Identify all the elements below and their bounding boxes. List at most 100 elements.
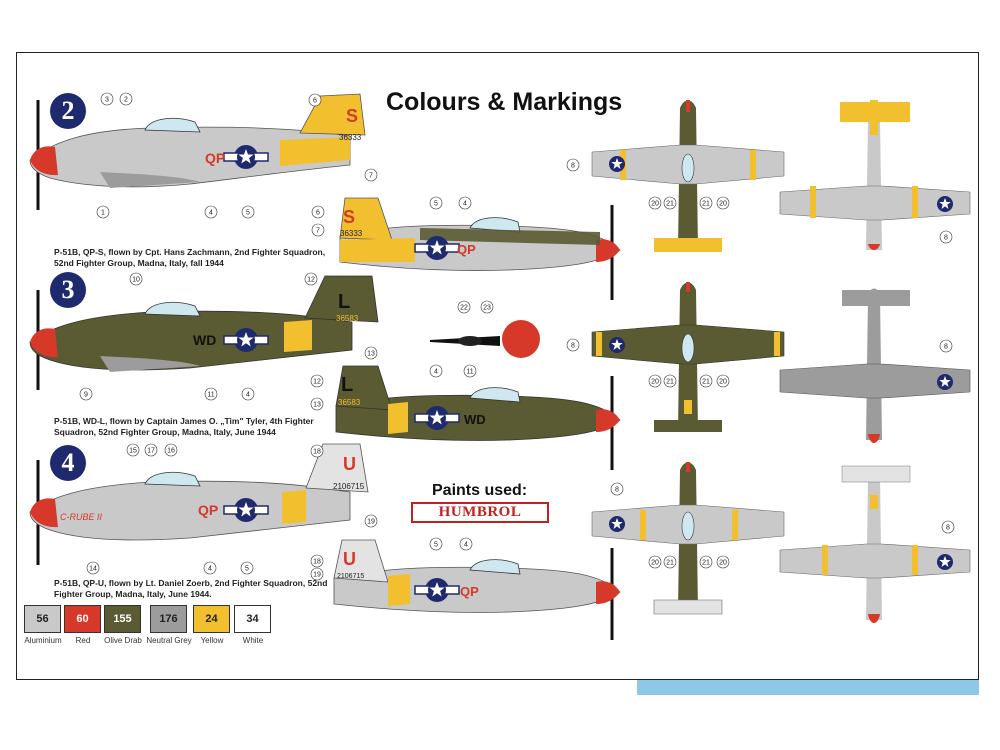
callout-number: 14 (89, 566, 97, 573)
callout-marker (566, 158, 580, 172)
callout-marker (566, 338, 580, 352)
callout-marker (716, 196, 730, 210)
tail-serial-3: 36583 (336, 314, 359, 323)
tail-letter-3r: L (341, 374, 353, 396)
callout-number: 17 (147, 448, 155, 455)
callout-marker (310, 554, 324, 568)
callout-number: 20 (651, 560, 659, 567)
tail-letter-2: S (346, 106, 358, 126)
callout-marker (941, 520, 955, 534)
callout-number: 6 (316, 210, 320, 217)
callout-number: 21 (666, 201, 674, 208)
scheme-2-side-right: QP S 36333 (339, 197, 621, 300)
fuselage-code-4: QP (198, 502, 218, 518)
callout-number: 3 (105, 97, 109, 104)
callout-number: 21 (702, 201, 710, 208)
callout-marker (241, 205, 255, 219)
scheme-badge-2: 2 (50, 93, 86, 129)
fuselage-code-2r: QP (457, 242, 476, 257)
callout-marker (458, 196, 472, 210)
tail-letter-3: L (338, 291, 350, 313)
callout-number: 8 (571, 343, 575, 350)
callout-number: 6 (313, 98, 317, 105)
caption-3-line2: Squadron, 52nd Fighter Group, Madna, Ita… (54, 427, 276, 437)
callout-marker (663, 555, 677, 569)
paint-name: Olive Drab (104, 636, 142, 645)
callout-marker (310, 397, 324, 411)
callout-number: 4 (464, 542, 468, 549)
nose-art-4: C-RUBE II (60, 512, 103, 522)
callout-marker (939, 230, 953, 244)
callout-marker (204, 205, 218, 219)
callout-marker (86, 561, 100, 575)
callout-marker (310, 444, 324, 458)
callout-number: 8 (615, 487, 619, 494)
callout-marker (716, 374, 730, 388)
callout-marker (429, 537, 443, 551)
callout-number: 5 (434, 201, 438, 208)
callout-marker (699, 555, 713, 569)
callout-marker (308, 93, 322, 107)
paint-swatch: 155 (104, 605, 141, 633)
callout-marker (663, 374, 677, 388)
page-title: Colours & Markings (386, 88, 623, 116)
callout-number: 5 (245, 566, 249, 573)
callout-number: 4 (463, 201, 467, 208)
callout-number: 21 (666, 560, 674, 567)
scheme-2-side-left: QP S 36333 (29, 93, 366, 210)
fuselage-code-2: QP (205, 150, 225, 166)
callout-number: 7 (369, 173, 373, 180)
callout-marker (364, 346, 378, 360)
callout-number: 20 (719, 560, 727, 567)
callout-number: 2 (124, 97, 128, 104)
callout-marker (610, 482, 624, 496)
callout-number: 8 (571, 163, 575, 170)
callout-marker (648, 374, 662, 388)
callout-number: 22 (460, 305, 468, 312)
scheme-3-side-right: WD L 36583 (335, 365, 621, 470)
callout-marker (203, 561, 217, 575)
callout-marker (364, 514, 378, 528)
scheme-4-side-right: QP U 2106715 (333, 539, 621, 640)
paint-swatch: 176 (150, 605, 187, 633)
paint-swatch: 60 (64, 605, 101, 633)
scheme-3-plan-bottom (779, 288, 971, 443)
fuselage-code-4r: QP (460, 584, 479, 599)
callout-number: 18 (313, 559, 321, 566)
callout-marker (939, 339, 953, 353)
callout-number: 8 (944, 235, 948, 242)
callout-number: 5 (434, 542, 438, 549)
callout-marker (79, 387, 93, 401)
scheme-badge-4: 4 (50, 445, 86, 481)
caption-2-line1: P-51B, QP-S, flown by Cpt. Hans Zachmann… (54, 247, 326, 257)
callout-marker (648, 555, 662, 569)
callout-marker (457, 300, 471, 314)
tail-letter-2r: S (343, 207, 355, 227)
paints-title: Paints used: (432, 482, 528, 499)
callout-marker (716, 555, 730, 569)
brand-logo: HUMBROL (411, 502, 549, 523)
paint-name: Red (75, 636, 91, 645)
callout-number: 9 (84, 392, 88, 399)
callout-number: 13 (313, 402, 321, 409)
callout-number: 20 (719, 201, 727, 208)
caption-2: P-51B, QP-S, flown by Cpt. Hans Zachmann… (54, 247, 325, 269)
callout-marker (204, 387, 218, 401)
callout-marker (663, 196, 677, 210)
callout-number: 12 (307, 277, 315, 284)
callout-marker (129, 272, 143, 286)
caption-4-line2: Fighter Group, Madna, Italy, June 1944. (54, 589, 212, 599)
callout-number: 19 (313, 572, 321, 579)
callout-number: 20 (651, 379, 659, 386)
callout-marker (699, 374, 713, 388)
scheme-3-plan-top (591, 282, 785, 432)
callout-number: 19 (367, 519, 375, 526)
callout-marker (119, 92, 133, 106)
callout-number: 21 (666, 379, 674, 386)
scheme-2-plan-bottom (779, 100, 971, 250)
callout-marker (304, 272, 318, 286)
callout-number: 7 (316, 228, 320, 235)
callout-marker (241, 387, 255, 401)
callout-marker (463, 364, 477, 378)
callout-number: 11 (466, 369, 473, 376)
